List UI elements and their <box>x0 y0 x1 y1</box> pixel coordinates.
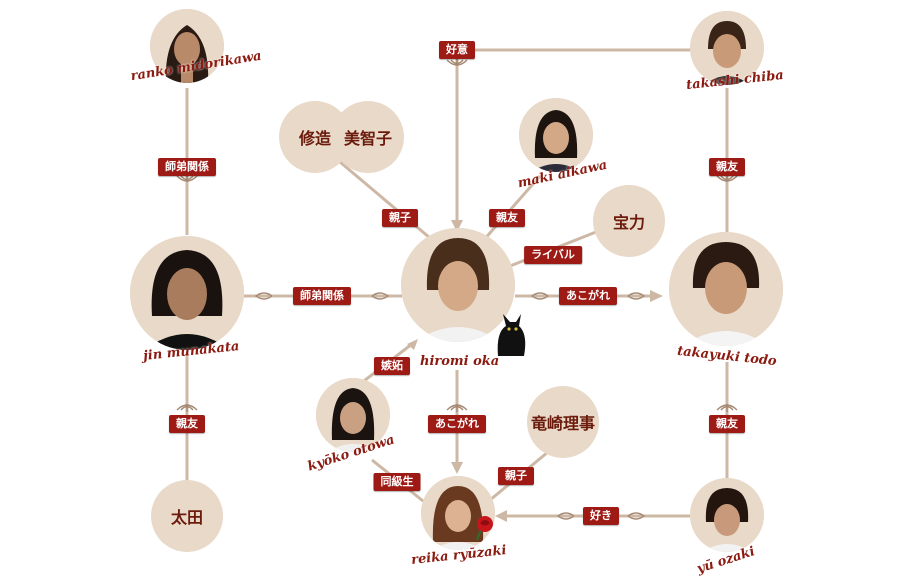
person-icon <box>421 476 495 550</box>
person-icon <box>401 228 515 342</box>
tag-shitto: 嫉妬 <box>374 357 410 375</box>
portrait-kyoko <box>316 378 390 452</box>
tag-akogare-reika: あこがれ <box>428 415 486 433</box>
tag-suki: 好き <box>583 507 619 525</box>
tag-shitei-top: 師弟関係 <box>158 158 216 176</box>
node-houriki: 宝力 <box>593 185 665 257</box>
tag-shinyu-jin: 親友 <box>169 415 205 433</box>
portrait-jin <box>130 236 244 350</box>
tag-shitei-mid: 師弟関係 <box>293 287 351 305</box>
person-icon <box>519 98 593 172</box>
person-icon <box>316 378 390 452</box>
tag-akogare-todo: あこがれ <box>559 287 617 305</box>
ryuzaki-director-label: 竜崎理事 <box>530 414 595 433</box>
name-hiromi: hiromi oka <box>420 354 500 369</box>
tag-dokyusei: 同級生 <box>373 473 421 491</box>
portrait-ranko <box>150 9 224 83</box>
person-icon <box>130 236 244 350</box>
arrowhead-akogare-reika <box>451 462 463 474</box>
node-ota: 太田 <box>151 480 223 552</box>
node-ryuzaki-director: 竜崎理事 <box>527 386 599 458</box>
portrait-takayuki <box>669 232 783 346</box>
houriki-label: 宝力 <box>612 213 645 232</box>
tag-shinyu-todo: 親友 <box>709 415 745 433</box>
parents-left-label: 修造 <box>298 129 331 148</box>
portrait-yu <box>690 478 764 552</box>
tag-rival: ライバル <box>524 246 582 264</box>
portrait-maki <box>519 98 593 172</box>
ornaments <box>176 58 738 520</box>
tag-koui: 好意 <box>439 41 475 59</box>
person-icon <box>669 232 783 346</box>
tag-shinyu-maki: 親友 <box>489 209 525 227</box>
node-parents-right: 美智子 <box>332 101 404 173</box>
portrait-hiromi <box>401 228 515 342</box>
arrowhead-koui <box>451 220 463 232</box>
portrait-reika <box>421 476 495 550</box>
tag-shinyu-chiba: 親友 <box>709 158 745 176</box>
arrowhead-akogare-todo <box>650 290 663 302</box>
rose-icon <box>476 516 493 541</box>
portrait-takashi <box>690 11 764 85</box>
parents-right-label: 美智子 <box>343 129 392 148</box>
black-cat-icon <box>497 314 526 356</box>
person-icon <box>690 11 764 85</box>
tag-oyako-reika: 親子 <box>498 467 534 485</box>
ota-label: 太田 <box>170 508 203 527</box>
tag-oyako-parents: 親子 <box>382 209 418 227</box>
person-icon <box>690 478 764 552</box>
person-icon <box>150 9 224 83</box>
arrowhead-suki <box>495 510 507 522</box>
